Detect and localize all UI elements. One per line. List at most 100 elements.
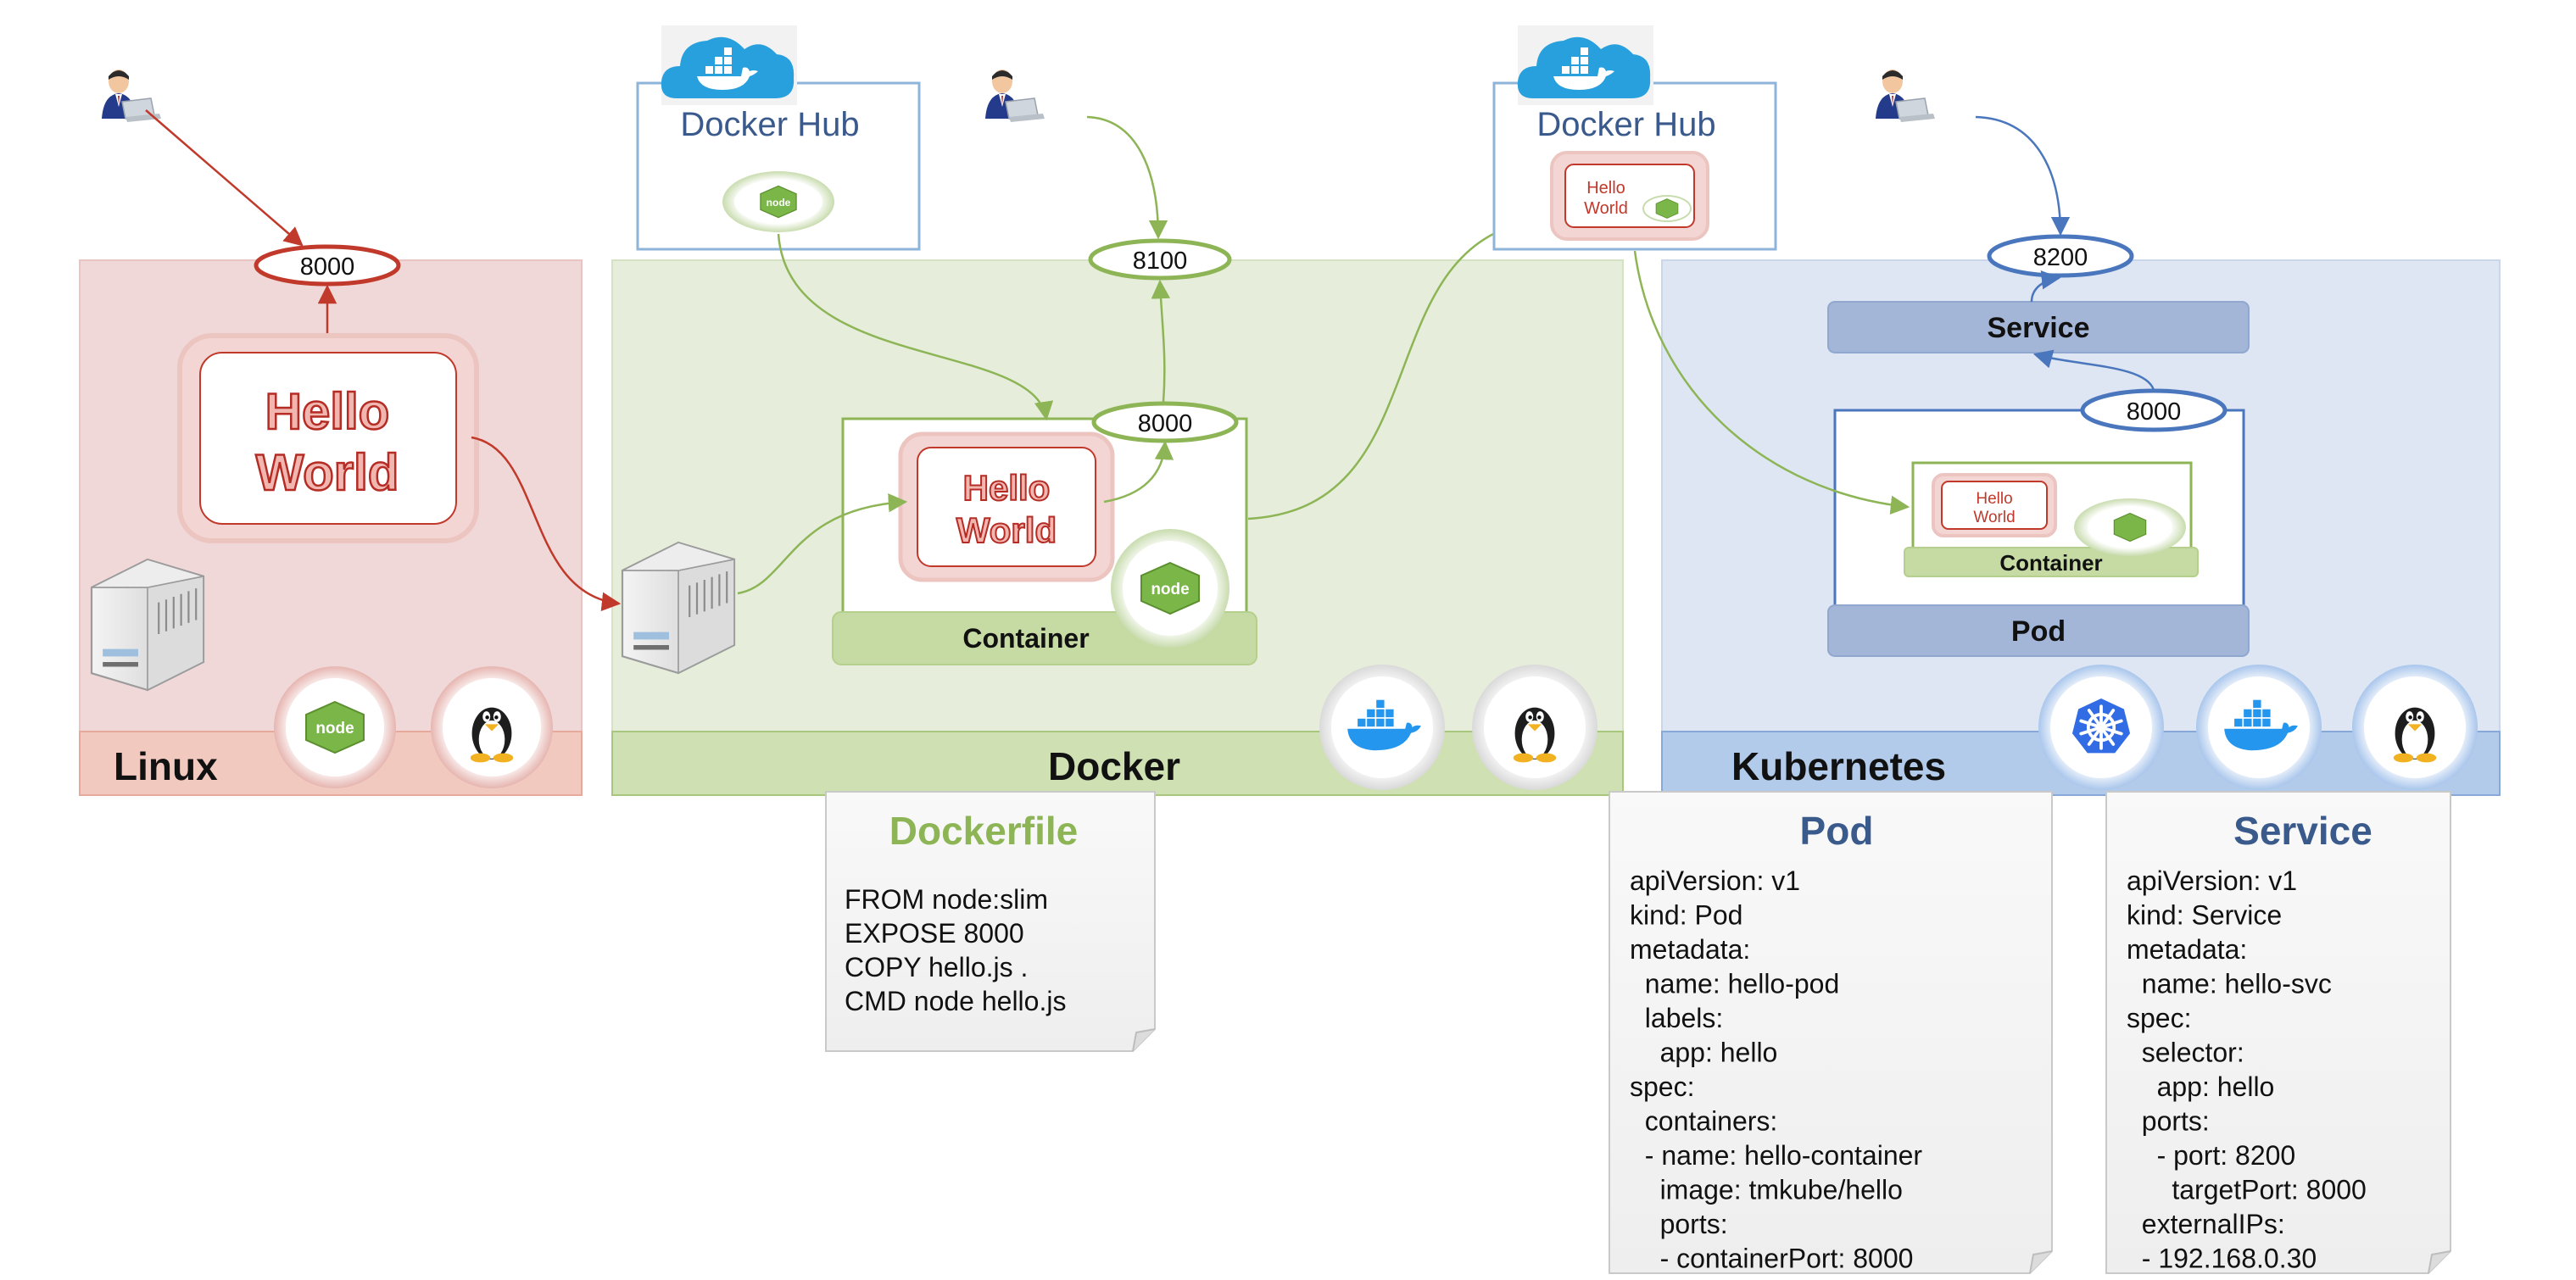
svg-text:World: World — [1584, 199, 1628, 218]
server-icon — [621, 541, 736, 675]
k8s-service-bar: Service — [1827, 301, 2250, 353]
hello-world-image: Hello World — [1550, 151, 1709, 241]
service-yaml-line-5: spec: — [2127, 1003, 2191, 1033]
pod-yaml-line-3: metadata: — [1630, 934, 1750, 965]
pod-yaml-line-1: apiVersion: v1 — [1630, 865, 1800, 896]
pod-yaml-line-8: containers: — [1630, 1106, 1777, 1137]
docker-hub-box-1: Docker Hub node — [636, 25, 921, 251]
arrow-pod-port-to-service — [2032, 349, 2155, 391]
arrow-user-to-docker-port — [1086, 115, 1168, 240]
docker-whale-icon — [2196, 665, 2322, 790]
docker-hello-world-app: Hello World — [898, 431, 1115, 582]
docker-host-port: 8100 — [1088, 238, 1232, 281]
user-icon — [984, 69, 1045, 123]
docker-whale-icon — [1319, 665, 1445, 790]
svg-text:8000: 8000 — [2127, 398, 2182, 426]
dockerfile-line-4: CMD node hello.js — [845, 986, 1066, 1016]
svg-text:8100: 8100 — [1133, 248, 1188, 275]
dockerfile-line-1: FROM node:slim — [845, 884, 1048, 915]
node-icon — [1642, 195, 1692, 222]
pod-yaml-title: Pod — [1800, 809, 1874, 853]
service-yaml-card: Service apiVersion: v1 kind: Servicemetad… — [2105, 791, 2451, 1274]
pod-yaml-line-4: name: hello-pod — [1630, 969, 1839, 999]
user-icon — [101, 69, 162, 123]
node-icon: node — [274, 666, 396, 788]
docker-hub-label: Docker Hub — [1536, 106, 1715, 143]
service-yaml-line-1: apiVersion: v1 — [2127, 865, 2297, 896]
arrow-service-to-port — [2030, 270, 2061, 303]
service-yaml-line-6: selector: — [2127, 1038, 2244, 1068]
container-label: Container — [1999, 550, 2102, 576]
service-yaml-line-12: - 192.168.0.30 — [2127, 1244, 2317, 1274]
arrow-user-to-service-port — [1975, 115, 2071, 237]
k8s-service-port: 8200 — [1987, 234, 2134, 278]
k8s-pod-port: 8000 — [2080, 388, 2228, 432]
tux-icon — [2352, 665, 2478, 790]
docker-container-port: 8000 — [1091, 401, 1239, 443]
pod-yaml-line-7: spec: — [1630, 1071, 1694, 1102]
arrow-docker-hub-pull — [777, 233, 1054, 421]
tux-icon — [1472, 665, 1597, 790]
service-yaml-line-4: name: hello-svc — [2127, 969, 2332, 999]
k8s-hello-world-app: Hello World — [1932, 473, 2057, 537]
service-yaml-line-9: - port: 8200 — [2127, 1140, 2295, 1171]
user-icon — [1875, 69, 1936, 123]
service-yaml-line-7: app: hello — [2127, 1071, 2274, 1102]
dockerfile-title: Dockerfile — [889, 809, 1078, 853]
docker-hub-box-2: Docker Hub Hello World — [1492, 25, 1777, 251]
svg-text:node: node — [315, 720, 354, 737]
service-yaml-line-3: metadata: — [2127, 934, 2247, 965]
arrow-container-port-to-host-port — [1151, 279, 1171, 403]
svg-text:World: World — [1973, 509, 2015, 526]
svg-text:node: node — [1151, 581, 1189, 598]
svg-text:World: World — [956, 510, 1057, 550]
arrow-server-to-app — [737, 493, 908, 595]
docker-hub-label: Docker Hub — [680, 106, 859, 143]
pod-yaml-line-5: labels: — [1630, 1003, 1723, 1033]
svg-text:World: World — [256, 444, 399, 501]
service-yaml-line-2: kind: Service — [2127, 900, 2282, 931]
pod-yaml-line-10: image: tmkube/hello — [1630, 1175, 1903, 1205]
service-label: Service — [1988, 312, 2090, 344]
pod-yaml-line-11: ports: — [1630, 1209, 1728, 1239]
service-yaml-line-10: targetPort: 8000 — [2127, 1175, 2367, 1205]
svg-text:8200: 8200 — [2033, 244, 2088, 271]
linux-hello-world-app: Hello World — [177, 333, 479, 543]
node-icon — [2074, 498, 2186, 556]
arrow-app-to-container-port — [1103, 440, 1174, 504]
svg-text:node: node — [767, 197, 791, 209]
arrow-push-to-docker-hub — [1247, 213, 1539, 520]
svg-text:8000: 8000 — [300, 253, 355, 281]
arrow-user-to-linux-port — [145, 109, 304, 247]
container-label: Container — [962, 623, 1089, 654]
dockerfile-card: Dockerfile FROM node:slim EXPOSE 8000 CO… — [825, 791, 1156, 1052]
pod-yaml-line-2: kind: Pod — [1630, 900, 1742, 931]
svg-text:Hello: Hello — [265, 383, 390, 440]
kubernetes-label: Kubernetes — [1731, 744, 1946, 788]
linux-label: Linux — [114, 744, 218, 788]
svg-text:Hello: Hello — [963, 468, 1051, 508]
dockerfile-line-2: EXPOSE 8000 — [845, 918, 1024, 949]
pod-yaml-line-6: app: hello — [1630, 1038, 1777, 1068]
svg-text:Hello: Hello — [1586, 179, 1625, 198]
server-icon — [90, 558, 205, 692]
tux-icon — [431, 666, 553, 788]
pod-label: Pod — [2011, 615, 2066, 648]
svg-text:Hello: Hello — [1976, 490, 2012, 508]
service-yaml-line-11: externalIPs: — [2127, 1209, 2285, 1239]
pod-yaml-line-12: - containerPort: 8000 — [1630, 1244, 1913, 1274]
docker-label: Docker — [1048, 744, 1180, 788]
arrow-linux-to-docker-server — [471, 436, 622, 611]
service-yaml-title: Service — [2233, 809, 2372, 853]
kubernetes-helm-icon — [2038, 665, 2164, 790]
node-icon: node — [1111, 529, 1229, 648]
svg-text:8000: 8000 — [1138, 410, 1193, 437]
linux-port: 8000 — [254, 244, 401, 287]
arrow-docker-hub-to-k8s-container — [1633, 250, 1910, 515]
service-yaml-line-8: ports: — [2127, 1106, 2210, 1137]
node-icon: node — [722, 171, 834, 232]
pod-yaml-line-9: - name: hello-container — [1630, 1140, 1922, 1171]
dockerfile-line-3: COPY hello.js . — [845, 952, 1028, 982]
